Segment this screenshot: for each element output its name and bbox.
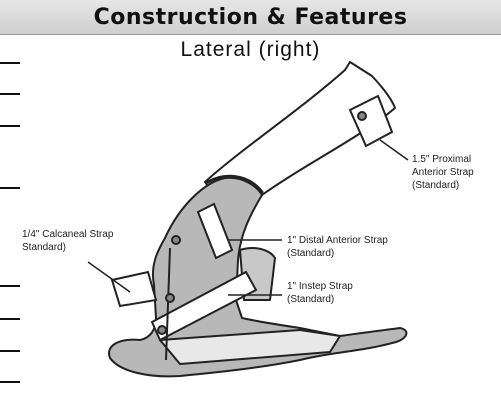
label-proximal-anterior-strap: 1.5" Proximal Anterior Strap (Standard) [412, 153, 474, 192]
calcaneal-strap [112, 272, 156, 306]
strap-rivet [358, 112, 366, 120]
strap-rivet [172, 236, 180, 244]
label-calcaneal-strap: 1/4" Calcaneal Strap Standard) [22, 228, 113, 254]
leader-proximal [380, 140, 408, 160]
label-distal-anterior-strap: 1" Distal Anterior Strap (Standard) [287, 234, 388, 260]
strap-rivet [158, 326, 166, 334]
strap-rivet [166, 294, 174, 302]
label-instep-strap: 1" Instep Strap (Standard) [287, 280, 353, 306]
